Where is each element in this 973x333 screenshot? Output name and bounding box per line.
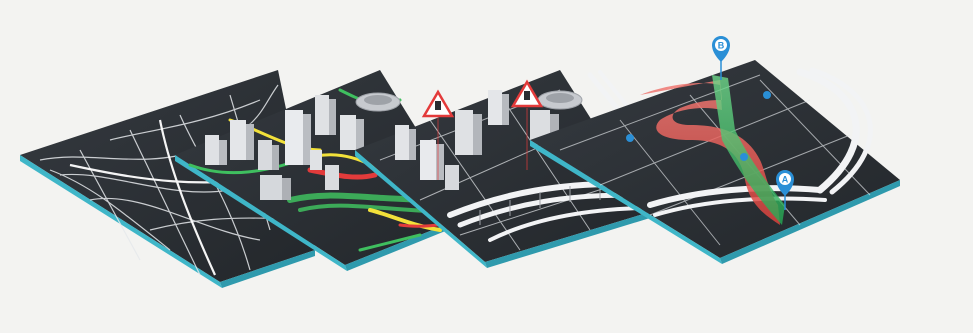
roadworks-warning-icon-2 <box>510 79 544 170</box>
roadworks-warning-icon <box>421 89 455 180</box>
city-buildings <box>205 92 401 200</box>
city-buildings <box>395 90 583 190</box>
route-pin-a: A <box>776 170 794 210</box>
pin-a-label: A <box>782 175 789 185</box>
route-ribbons <box>640 75 785 225</box>
pin-b-label: B <box>718 41 725 51</box>
poi-markers <box>626 91 771 161</box>
route-pin-b: B <box>712 36 730 80</box>
tile-buildings-elevated-roads <box>355 70 662 268</box>
tile-routing <box>530 60 900 264</box>
elevated-highway <box>647 67 873 217</box>
